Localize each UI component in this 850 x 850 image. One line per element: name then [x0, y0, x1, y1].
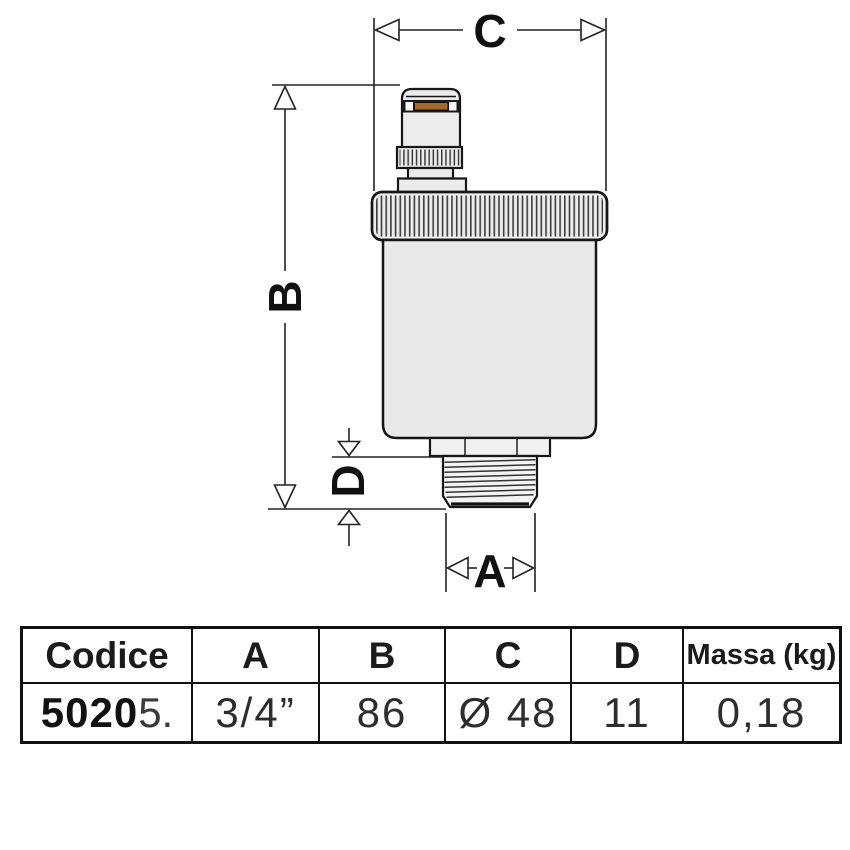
dim-label-b: B [259, 280, 311, 313]
product-code: 5020 [40, 688, 139, 736]
dimension-d [332, 428, 443, 546]
technical-drawing: C B D A [259, 5, 609, 597]
col-header-b: B [318, 629, 444, 684]
vent-neck [406, 166, 455, 180]
dim-label-a: A [473, 545, 506, 597]
dimension-b [268, 84, 446, 510]
vent-slot-bar [414, 102, 449, 111]
valve-drawing [370, 87, 609, 509]
hex-nut [428, 436, 552, 458]
threaded-connection [441, 454, 539, 509]
product-code-suffix: 5. [138, 688, 174, 736]
vent-cap [400, 87, 462, 154]
dimension-c [373, 18, 607, 191]
cell-a: 3/4” [191, 684, 318, 741]
col-header-massa: Massa (kg) [682, 629, 839, 684]
dimension-a [445, 513, 536, 592]
cell-b: 86 [318, 684, 444, 741]
dim-label-c: C [473, 5, 506, 57]
knurled-cap [370, 190, 609, 242]
col-header-codice: Codice [23, 629, 191, 684]
col-header-d: D [570, 629, 682, 684]
cell-d: 11 [570, 684, 682, 741]
col-header-c: C [444, 629, 570, 684]
vent-flange [396, 177, 468, 194]
valve-body [381, 238, 598, 440]
cell-c: Ø 48 [444, 684, 570, 741]
dim-label-d: D [322, 464, 374, 497]
col-header-a: A [191, 629, 318, 684]
vent-knurled-nut [395, 145, 464, 170]
cell-massa: 0,18 [682, 684, 839, 741]
